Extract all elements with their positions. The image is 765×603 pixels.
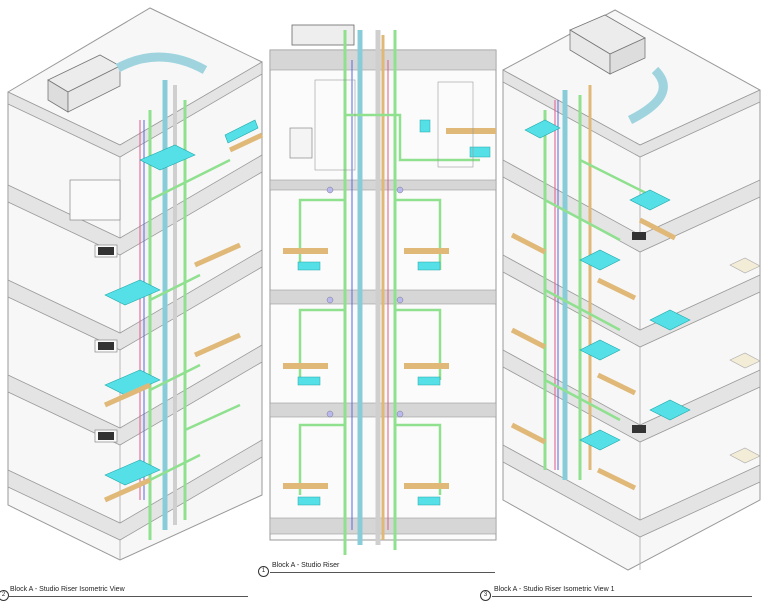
view-title-2: Block A - Studio Riser Isometric View <box>10 586 125 593</box>
fixtures-center <box>283 119 496 506</box>
fixtures-left <box>103 119 264 503</box>
isometric-view-right <box>502 9 761 571</box>
ac-unit-center <box>291 24 355 46</box>
elevation-view-center <box>269 24 497 555</box>
floor-slabs-left <box>7 61 263 541</box>
ac-unit-right <box>569 14 646 75</box>
ac-unit-left <box>47 54 121 113</box>
view-number-2: 2 <box>0 590 9 601</box>
view-title-underline-3 <box>492 596 752 597</box>
view-number-1: 1 <box>258 566 269 577</box>
view-title-underline-2 <box>8 596 248 597</box>
view-title-3: Block A - Studio Riser Isometric View 1 <box>494 586 615 593</box>
isometric-view-left <box>7 7 264 561</box>
fixtures-right <box>510 119 691 491</box>
view-title-1: Block A - Studio Riser <box>272 562 340 569</box>
view-number-3: 3 <box>480 590 491 601</box>
view-title-underline-1 <box>270 572 495 573</box>
